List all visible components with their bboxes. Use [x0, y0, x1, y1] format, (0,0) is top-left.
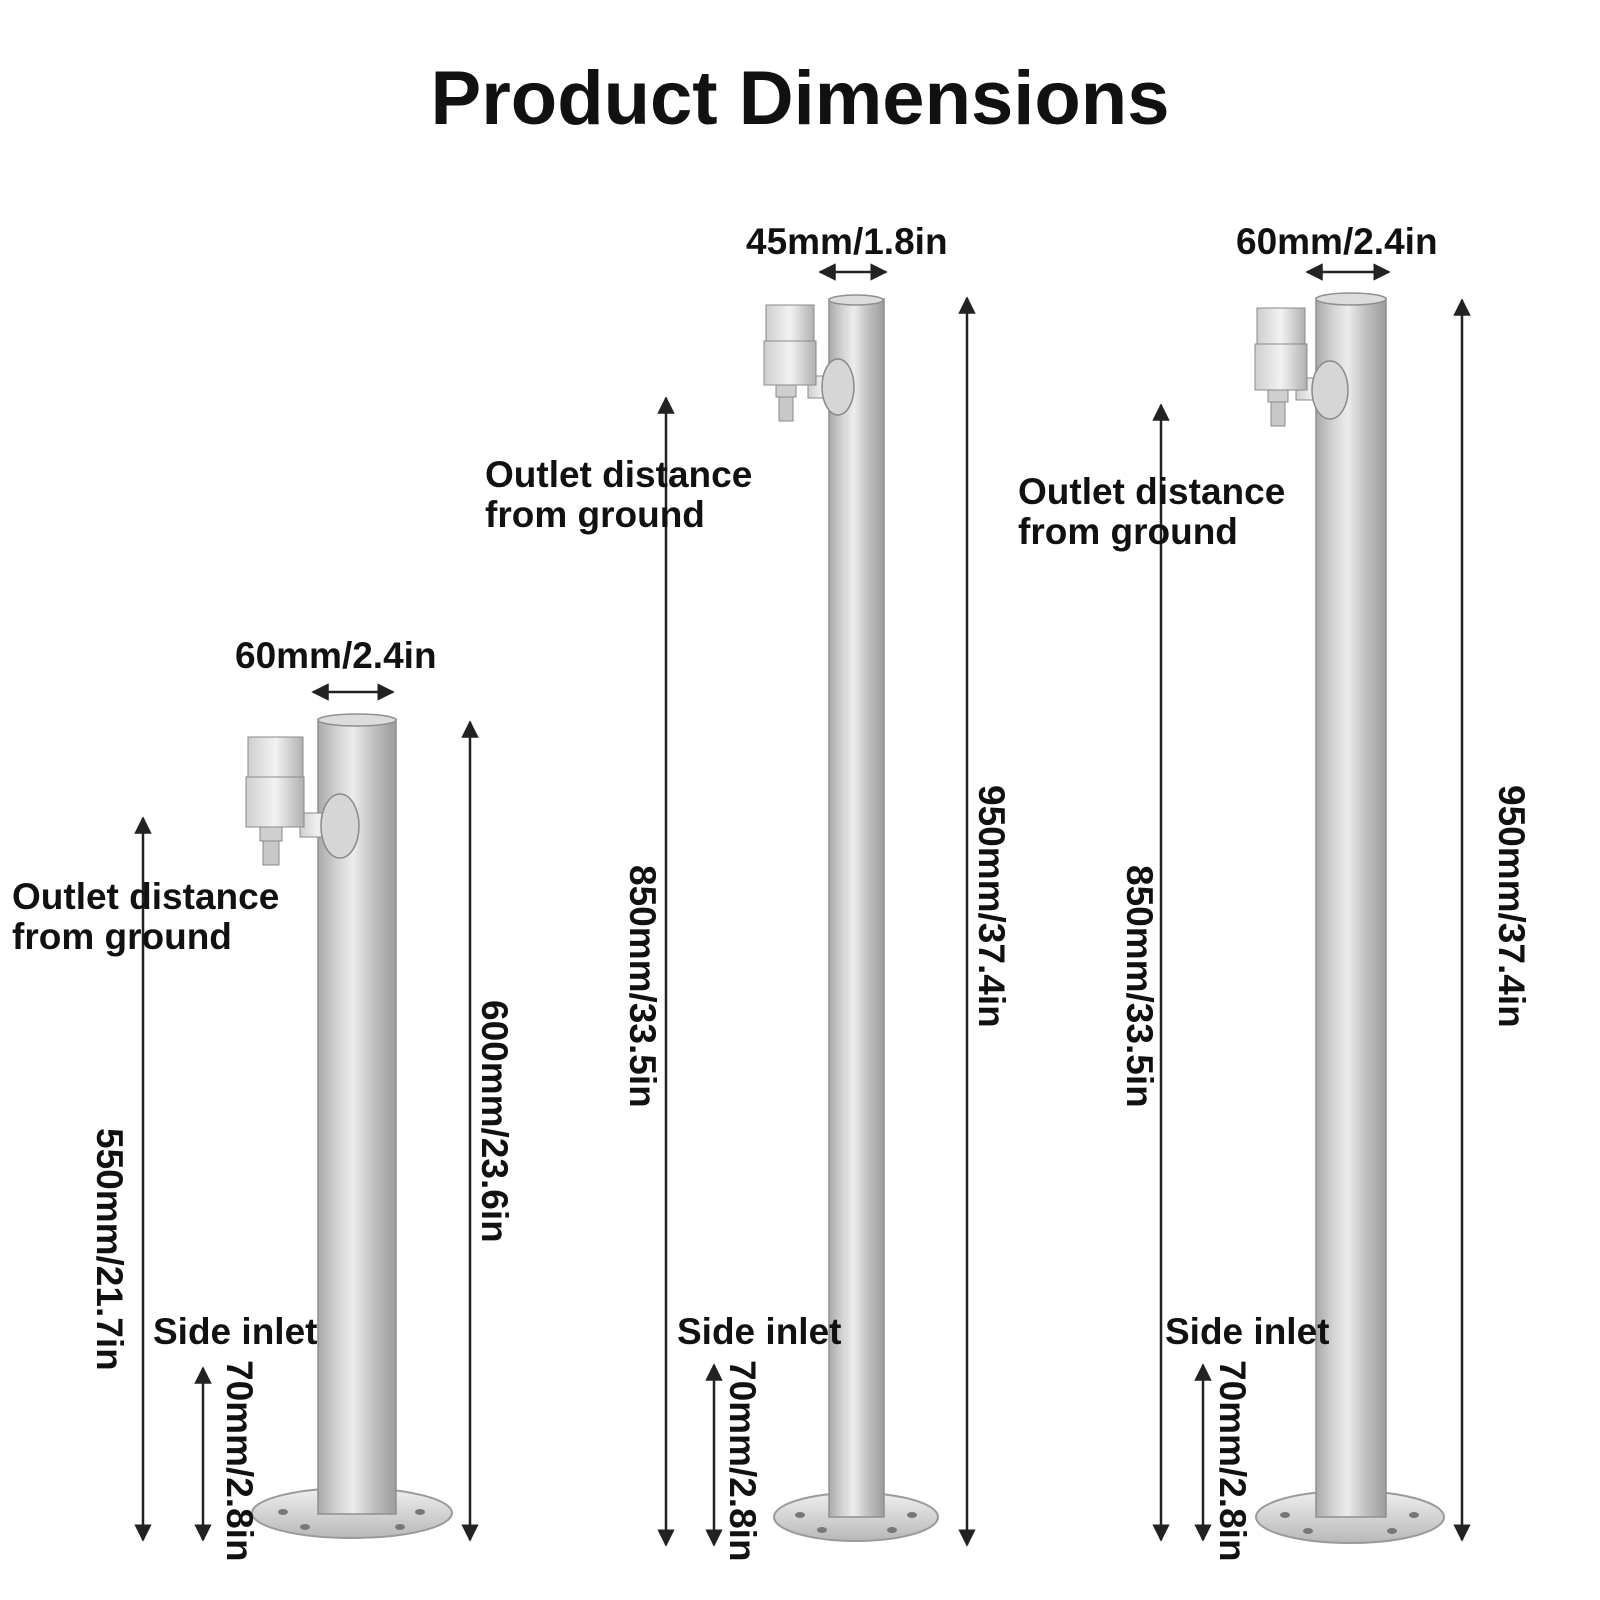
post-pipe	[1315, 297, 1387, 1518]
dimension-lines	[134, 263, 1471, 1547]
post-1-outlet-height-label: 550mm/21.7in	[89, 1128, 130, 1371]
post-3-total-height-label: 950mm/37.4in	[1491, 785, 1532, 1028]
post-2-outlet-label-line1: Outlet distance	[485, 454, 753, 495]
post-2-outlet-height-label: 850mm/33.5in	[622, 865, 663, 1108]
faucet-tap	[763, 304, 855, 422]
post-3-outlet-label-line1: Outlet distance	[1018, 471, 1286, 512]
post-2-tall	[763, 294, 939, 1542]
post-pipe	[828, 298, 885, 1518]
post-1-short	[245, 713, 453, 1539]
post-1-outlet-label-line1: Outlet distance	[12, 876, 280, 917]
post-3-tall	[1254, 292, 1445, 1544]
post-3-diameter-label: 60mm/2.4in	[1236, 221, 1438, 262]
post-1-side-inlet-label: Side inlet	[153, 1311, 318, 1352]
post-2-inlet-height-label: 70mm/2.8in	[722, 1360, 763, 1562]
post-3-outlet-label-line2: from ground	[1018, 511, 1238, 552]
post-2-outlet-label-line2: from ground	[485, 494, 705, 535]
post-2-side-inlet-label: Side inlet	[677, 1311, 842, 1352]
post-2-total-height-label: 950mm/37.4in	[971, 785, 1012, 1028]
post-1-inlet-height-label: 70mm/2.8in	[219, 1360, 260, 1562]
post-1-diameter-label: 60mm/2.4in	[235, 635, 437, 676]
post-2-diameter-label: 45mm/1.8in	[746, 221, 948, 262]
post-1-total-height-label: 600mm/23.6in	[474, 1000, 515, 1243]
post-1-outlet-label-line2: from ground	[12, 916, 232, 957]
faucet-tap	[245, 736, 360, 866]
post-3-outlet-height-label: 850mm/33.5in	[1119, 865, 1160, 1108]
post-3-side-inlet-label: Side inlet	[1165, 1311, 1330, 1352]
page-title: Product Dimensions	[430, 56, 1170, 141]
post-3-inlet-height-label: 70mm/2.8in	[1212, 1360, 1253, 1562]
faucet-tap	[1254, 307, 1349, 427]
